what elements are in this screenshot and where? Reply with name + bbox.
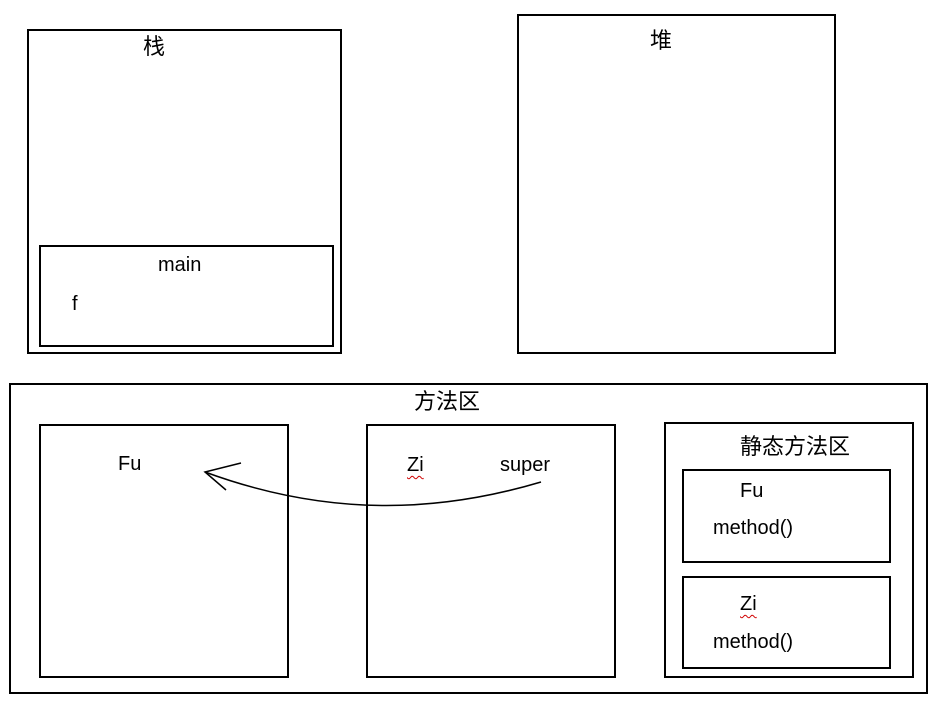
heap-title: 堆	[650, 29, 673, 54]
fu-class-name: Fu	[118, 453, 142, 475]
static-method-area-title: 静态方法区	[740, 435, 851, 460]
variable-f: f	[72, 293, 78, 315]
stack-title: 栈	[143, 35, 166, 60]
static-zi-name: Zi	[740, 593, 757, 615]
main-frame	[39, 245, 334, 347]
method-area-title: 方法区	[414, 390, 481, 415]
heap-region	[517, 14, 836, 354]
fu-class-box	[39, 424, 289, 678]
main-frame-title: main	[158, 254, 202, 276]
static-fu-method: method()	[713, 517, 794, 539]
zi-class-box	[366, 424, 616, 678]
super-label: super	[500, 454, 551, 476]
static-zi-method: method()	[713, 631, 794, 653]
static-zi-box	[682, 576, 891, 669]
static-fu-box	[682, 469, 891, 563]
static-fu-name: Fu	[740, 480, 764, 502]
zi-class-name: Zi	[407, 454, 424, 476]
